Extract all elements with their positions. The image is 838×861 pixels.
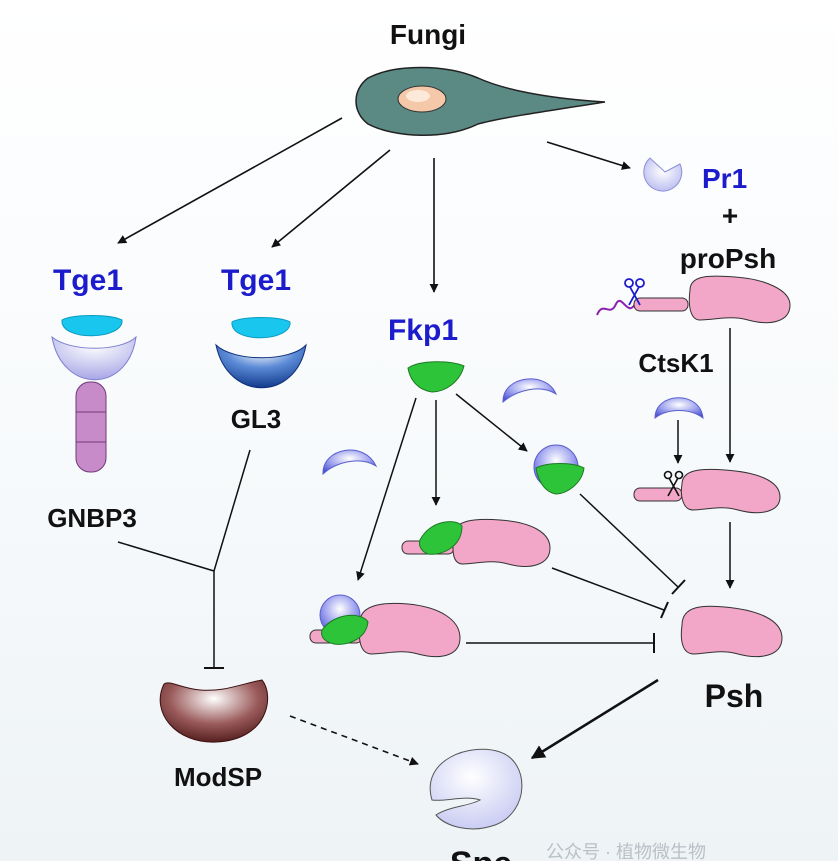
protease-crescent-icon-left xyxy=(322,449,378,476)
pr1-protease-icon xyxy=(643,157,683,192)
gnbp3-receptor-cap-icon xyxy=(51,335,137,381)
plus-sign: + xyxy=(722,200,738,231)
tge1-mid-icon xyxy=(231,317,291,339)
spe-protease-icon xyxy=(429,748,523,830)
tge1-mid-label: Tge1 xyxy=(221,264,291,297)
arrow-fkp1-to-complex-bottom xyxy=(356,397,417,581)
ctsk1-protease-icon xyxy=(654,397,704,420)
protease-crescent-icon-upper xyxy=(502,378,558,404)
psh-cleavage-icon xyxy=(633,468,781,514)
arrow-fungi-to-tge1-left xyxy=(117,117,343,244)
scissors-cleave-icon xyxy=(663,470,684,497)
line-gnbp3-to-junction xyxy=(117,541,215,572)
dashed-arrow-modsp-to-spe xyxy=(289,715,419,766)
inhibit-complex-right-to-psh xyxy=(579,493,679,588)
fungi-label: Fungi xyxy=(390,19,466,50)
pr1-label: Pr1 xyxy=(702,163,747,194)
tge1-left-label: Tge1 xyxy=(53,264,123,297)
arrow-psh-to-spe xyxy=(530,678,659,760)
tge1-left-icon xyxy=(61,315,123,337)
arrow-fungi-to-tge1-mid xyxy=(271,149,391,248)
inhibit-bar-mid xyxy=(660,601,669,619)
gnbp3-label: GNBP3 xyxy=(47,503,137,533)
arrow-fungi-to-pr1 xyxy=(546,141,631,170)
propsh-zymogen-icon xyxy=(596,275,791,324)
fungi-cell-icon xyxy=(355,66,606,136)
fkp1-label: Fkp1 xyxy=(388,314,458,347)
propsh-label: proPsh xyxy=(680,243,776,274)
gnbp3-receptor-body-icon xyxy=(75,381,107,473)
fkp1-propsh-complex-icon xyxy=(401,518,551,567)
inhibit-complex-mid-to-psh xyxy=(551,567,665,611)
arrow-fkp1-to-complex-right xyxy=(455,393,528,452)
spe-label: Spe xyxy=(450,845,512,861)
watermark-text: 公众号 · 植物微生物 xyxy=(546,842,706,861)
psh-protease-icon xyxy=(680,605,783,658)
fkp1-protease-complex-icon xyxy=(533,444,585,495)
modsp-protease-icon xyxy=(159,679,269,743)
inhibit-bar-right xyxy=(671,579,686,595)
modsp-label: ModSP xyxy=(174,762,262,792)
ctsk1-label: CtsK1 xyxy=(638,348,713,378)
fkp1-protein-icon xyxy=(407,361,465,393)
ternary-complex-icon xyxy=(309,594,461,658)
gl3-label: GL3 xyxy=(231,404,282,434)
line-gl3-to-junction xyxy=(213,449,251,572)
gl3-receptor-icon xyxy=(215,343,307,389)
psh-label: Psh xyxy=(705,678,764,714)
scissors-icon xyxy=(624,278,645,306)
